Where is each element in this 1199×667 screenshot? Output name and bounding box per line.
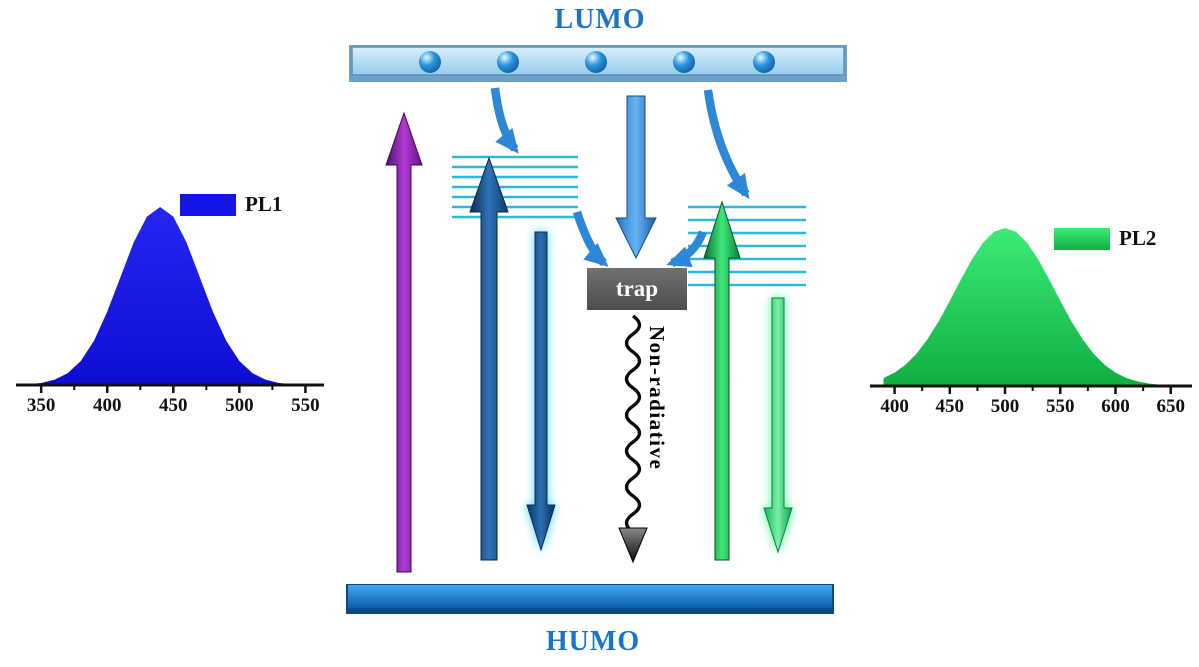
squiggle-arrowhead bbox=[618, 527, 648, 564]
tick-label: 550 bbox=[1046, 396, 1075, 416]
pl1-legend-swatch bbox=[180, 193, 236, 216]
trap-label: trap bbox=[615, 276, 659, 301]
pl2-legend-label: PL2 bbox=[1119, 226, 1157, 250]
transfer-arrows bbox=[490, 87, 750, 268]
humo-bar-edge bbox=[346, 584, 834, 614]
transfer-arrow-lumo-to-right-traps bbox=[703, 89, 750, 199]
lumo-bar-edge bbox=[349, 45, 847, 82]
tick-label: 600 bbox=[1101, 396, 1130, 416]
lumo-bar-face bbox=[351, 46, 845, 76]
tick-label: 550 bbox=[291, 395, 320, 416]
pl1-legend: PL1 bbox=[180, 192, 282, 217]
electron-icon bbox=[497, 51, 519, 73]
tick-label: 450 bbox=[159, 395, 188, 416]
trap-levels-left bbox=[452, 155, 578, 219]
humo-bar-face bbox=[348, 585, 832, 608]
trap-filling-arrow-right bbox=[703, 200, 741, 561]
lumo-bar bbox=[349, 45, 847, 82]
pl1-chart: 350 400 450 500 550 bbox=[16, 207, 324, 416]
pl1-legend-label: PL1 bbox=[245, 192, 283, 216]
humo-bar bbox=[346, 584, 834, 614]
pl1-spectrum-area bbox=[28, 207, 319, 385]
pl2-spectrum-area bbox=[883, 228, 1182, 386]
electron-icon bbox=[753, 51, 775, 73]
humo-label: HUMO bbox=[545, 626, 641, 657]
pl2-emission-arrow bbox=[763, 297, 793, 554]
pl2-legend-swatch bbox=[1054, 227, 1110, 250]
lumo-to-trap-arrow bbox=[615, 95, 657, 260]
lumo-label: LUMO bbox=[554, 4, 646, 35]
excitation-arrow bbox=[385, 111, 423, 573]
transfer-arrow-lumo-to-left-traps bbox=[490, 87, 519, 154]
tick-label: 450 bbox=[936, 396, 965, 416]
tick-label: 400 bbox=[93, 395, 122, 416]
trap-filling-arrow-left bbox=[469, 156, 509, 561]
nonradiative-label: Non-radiative bbox=[645, 326, 669, 471]
transfer-arrow-left-to-trap bbox=[572, 210, 609, 267]
electron-icon bbox=[673, 51, 695, 73]
electron-icon bbox=[419, 51, 441, 73]
electron-icon bbox=[585, 51, 607, 73]
tick-label: 400 bbox=[880, 396, 909, 416]
tick-label: 500 bbox=[225, 395, 254, 416]
tick-label: 650 bbox=[1156, 396, 1185, 416]
transfer-arrow-right-to-trap bbox=[666, 230, 707, 268]
pl1-emission-arrow bbox=[526, 231, 556, 552]
trap-box: trap bbox=[587, 268, 687, 310]
squiggle-line bbox=[624, 314, 642, 534]
nonradiative-arrow bbox=[618, 314, 648, 564]
pl2-chart: 400 450 500 550 600 650 bbox=[870, 228, 1192, 416]
pl2-legend: PL2 bbox=[1054, 226, 1156, 251]
trap-levels-right bbox=[688, 205, 806, 287]
tick-label: 500 bbox=[991, 396, 1020, 416]
tick-label: 350 bbox=[27, 395, 56, 416]
